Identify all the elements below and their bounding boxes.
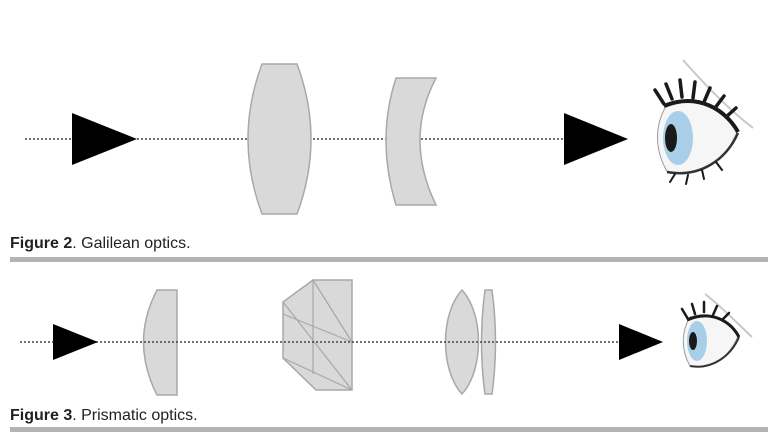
concave-eyepiece-lens	[385, 77, 438, 206]
prism	[282, 279, 353, 391]
upper-lid	[686, 314, 741, 338]
lower-lid	[689, 336, 740, 368]
figure-3-caption-text: . Prismatic optics.	[72, 407, 198, 424]
upper-eyelashes	[680, 300, 731, 322]
figure-2-caption: Figure 2. Galilean optics.	[10, 235, 191, 253]
prismatic-optics-diagram	[20, 279, 753, 396]
upper-lid	[663, 99, 740, 134]
figure-3-label: Figure 3	[10, 407, 73, 424]
pupil	[665, 124, 677, 152]
object-arrow	[72, 113, 137, 165]
eye	[653, 59, 754, 185]
eyebrow	[704, 293, 753, 338]
object-arrow	[53, 324, 98, 360]
figure-2-label: Figure 2	[10, 235, 73, 252]
lower-lid	[666, 132, 740, 175]
divider-rule	[10, 427, 768, 432]
eye	[680, 293, 753, 368]
galilean-optics-diagram	[25, 59, 754, 215]
figure-3-caption: Figure 3. Prismatic optics.	[10, 407, 198, 425]
lower-eyelashes	[669, 161, 723, 185]
eyebrow	[682, 59, 754, 129]
upper-eyelashes	[653, 78, 738, 119]
image-arrow	[619, 324, 663, 360]
image-arrow	[564, 113, 628, 165]
divider-rule	[10, 257, 768, 262]
convex-objective-lens	[247, 63, 312, 215]
figure-2-caption-text: . Galilean optics.	[72, 235, 191, 252]
pupil	[689, 332, 697, 350]
